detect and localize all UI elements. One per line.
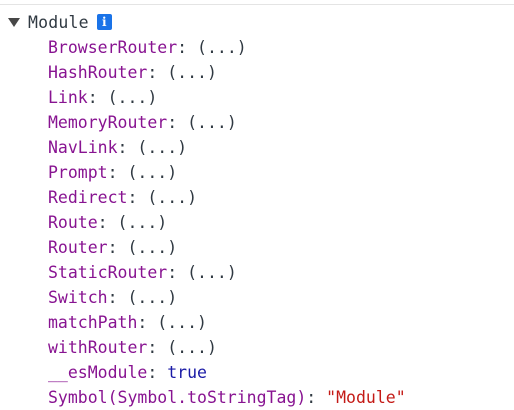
property-boolean-value: true [167,363,207,382]
property-row-redirect[interactable]: Redirect: (...) [48,185,406,210]
property-separator: : [97,213,118,232]
property-separator: : [167,113,188,132]
property-key: __esModule [48,363,148,382]
property-getter-value[interactable]: (...) [197,38,247,57]
property-key: StaticRouter [48,263,168,282]
property-key: withRouter [48,338,148,357]
property-row-staticrouter[interactable]: StaticRouter: (...) [48,260,406,285]
module-label: Module [28,12,89,32]
property-key: NavLink [48,138,118,157]
property-row-matchpath[interactable]: matchPath: (...) [48,310,406,335]
property-string-value: "Module" [326,388,406,407]
property-row-tostringtag: Symbol(Symbol.toStringTag): "Module" [48,385,406,410]
property-row-hashrouter[interactable]: HashRouter: (...) [48,60,406,85]
property-key: Redirect [48,188,128,207]
property-row-switch[interactable]: Switch: (...) [48,285,406,310]
property-key: matchPath [48,313,138,332]
property-getter-value[interactable]: (...) [187,263,237,282]
property-row-memoryrouter[interactable]: MemoryRouter: (...) [48,110,406,135]
property-row-navlink[interactable]: NavLink: (...) [48,135,406,160]
property-separator: : [306,388,327,407]
module-properties-list: BrowserRouter: (...) HashRouter: (...) L… [48,35,406,410]
property-separator: : [167,263,188,282]
property-getter-value[interactable]: (...) [127,238,178,257]
property-separator: : [87,88,108,107]
property-row-esmodule: __esModule: true [48,360,406,385]
property-separator: : [137,313,158,332]
info-icon[interactable]: i [96,14,112,30]
property-getter-value[interactable]: (...) [117,213,168,232]
property-row-browserrouter[interactable]: BrowserRouter: (...) [48,35,406,60]
property-key: Switch [48,288,108,307]
property-key: HashRouter [48,63,148,82]
property-separator: : [147,338,168,357]
property-key: Prompt [48,163,108,182]
property-getter-value[interactable]: (...) [167,63,217,82]
property-getter-value[interactable]: (...) [127,163,178,182]
property-row-route[interactable]: Route: (...) [48,210,406,235]
property-key: Symbol(Symbol.toStringTag) [48,388,307,407]
property-row-prompt[interactable]: Prompt: (...) [48,160,406,185]
property-getter-value[interactable]: (...) [167,338,217,357]
property-separator: : [107,288,128,307]
property-key: MemoryRouter [48,113,168,132]
property-separator: : [117,138,138,157]
property-getter-value[interactable]: (...) [127,288,178,307]
property-getter-value[interactable]: (...) [157,313,207,332]
property-separator: : [107,163,128,182]
property-getter-value[interactable]: (...) [107,88,158,107]
property-row-router[interactable]: Router: (...) [48,235,406,260]
property-separator: : [147,63,168,82]
property-row-withrouter[interactable]: withRouter: (...) [48,335,406,360]
property-separator: : [107,238,128,257]
property-key: Router [48,238,108,257]
module-object-header[interactable]: Module i [8,11,112,33]
property-key: BrowserRouter [48,38,178,57]
property-getter-value[interactable]: (...) [137,138,188,157]
property-key: Route [48,213,98,232]
property-row-link[interactable]: Link: (...) [48,85,406,110]
property-getter-value[interactable]: (...) [187,113,237,132]
expand-triangle-icon[interactable] [8,17,20,27]
property-separator: : [127,188,148,207]
property-separator: : [177,38,198,57]
property-separator: : [147,363,168,382]
console-divider [0,0,514,5]
property-key: Link [48,88,88,107]
property-getter-value[interactable]: (...) [147,188,198,207]
